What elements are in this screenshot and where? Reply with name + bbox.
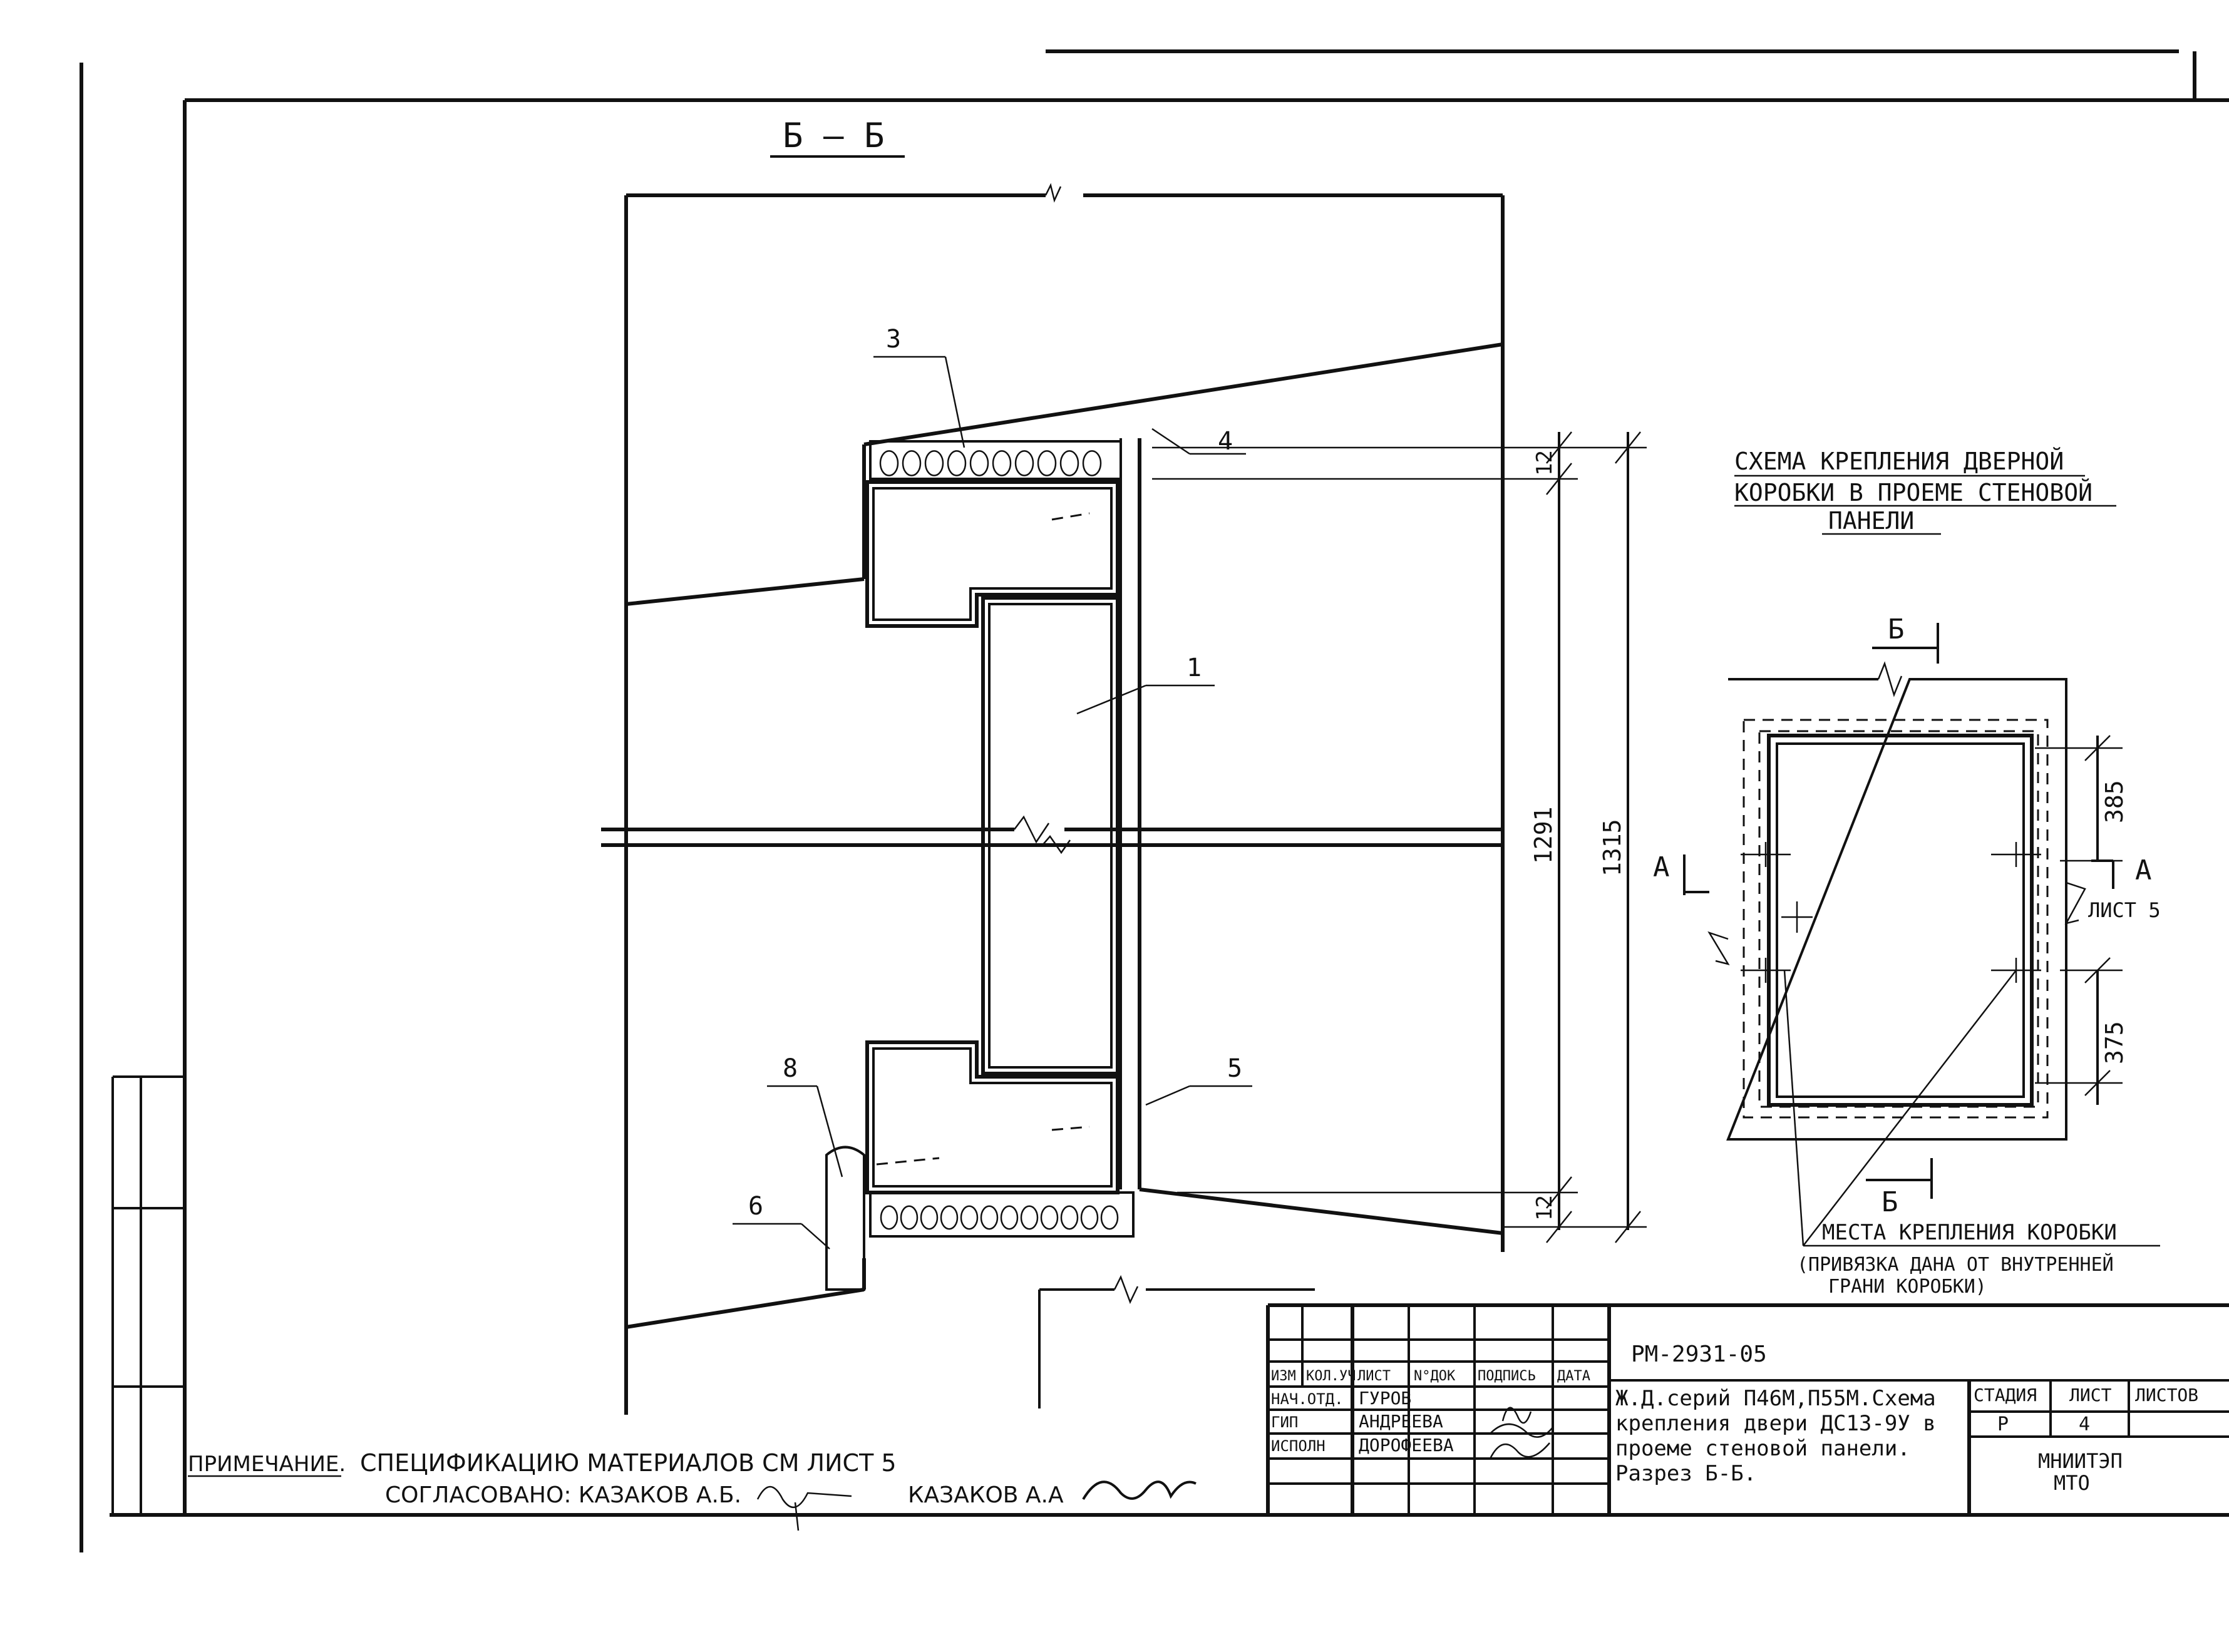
insulation-coil: [879, 450, 899, 476]
org-2: МТО: [2054, 1471, 2090, 1495]
insulation-coil: [947, 450, 967, 476]
insulation-coil: [1040, 1205, 1059, 1230]
header-date: ДАТА: [1557, 1368, 1590, 1384]
sheet-ref: ЛИСТ 5: [2088, 898, 2161, 922]
insulation-coil: [940, 1205, 959, 1230]
dim-375: 375: [2101, 1021, 2128, 1064]
dim-1315: 1315: [1598, 819, 1626, 876]
section-mark-a-left: А: [1653, 851, 1670, 883]
insulation-coil: [969, 450, 989, 476]
header-kol: КОЛ.УЧ: [1306, 1368, 1356, 1384]
callout-8: 8: [783, 1054, 798, 1083]
role-1: ГИП: [1271, 1413, 1298, 1431]
insulation-coil: [902, 450, 922, 476]
section-view: 3 4 1 5 8 6 12 12 1291 1315: [601, 183, 1647, 1415]
section-mark-b-top: Б: [1888, 613, 1905, 645]
stage-header: СТАДИЯ: [1974, 1385, 2037, 1405]
name-0: ГУРОВ: [1359, 1388, 1411, 1408]
callout-1: 1: [1187, 654, 1202, 682]
title-block: РМ-2931-05 ИЗМ КОЛ.УЧ ЛИСТ N°ДОК ПОДПИСЬ…: [1266, 1303, 2229, 1515]
scheme-title-2: КОРОБКИ В ПРОЕМЕ СТЕНОВОЙ: [1734, 479, 2093, 506]
description-1: Ж.Д.серий П46М,П55М.Схема: [1615, 1386, 1936, 1411]
callout-5: 5: [1227, 1054, 1242, 1083]
callout-3: 3: [886, 325, 901, 354]
scheme-title-3: ПАНЕЛИ: [1828, 507, 1914, 535]
insulation-coil: [960, 1205, 979, 1230]
header-sign: ПОДПИСЬ: [1478, 1368, 1536, 1384]
scheme-title-1: СХЕМА КРЕПЛЕНИЯ ДВЕРНОЙ: [1734, 448, 2064, 475]
section-title: Б – Б: [770, 116, 905, 158]
header-list: ЛИСТ: [1357, 1368, 1391, 1384]
section-title-text: Б – Б: [783, 116, 885, 155]
signature-kazakov-ab: [756, 1485, 852, 1531]
header-izm: ИЗМ: [1271, 1368, 1296, 1384]
name-2: ДОРОФЕЕВА: [1359, 1435, 1454, 1455]
insulation-coil: [1037, 450, 1057, 476]
role-0: НАЧ.ОТД.: [1271, 1390, 1344, 1408]
signature-kazakov-aa: [1082, 1480, 1197, 1501]
dim-12-bottom: 12: [1532, 1195, 1557, 1221]
insulation-coil: [900, 1205, 919, 1230]
insulation-coil: [1059, 450, 1079, 476]
insulation-coil: [992, 450, 1012, 476]
insulation-coil: [980, 1205, 999, 1230]
sheets-header: ЛИСТОВ: [2135, 1385, 2198, 1405]
insulation-coil: [924, 450, 944, 476]
fix-label-1: МЕСТА КРЕПЛЕНИЯ КОРОБКИ: [1822, 1220, 2117, 1245]
insulation-coil: [1014, 450, 1034, 476]
callout-4: 4: [1218, 427, 1233, 456]
insulation-coil: [1080, 1205, 1099, 1230]
insulation-coil: [1082, 450, 1102, 476]
callout-6: 6: [748, 1192, 763, 1221]
doc-code: РМ-2931-05: [1631, 1342, 1767, 1367]
sheet-header: ЛИСТ: [2069, 1385, 2112, 1405]
note-label: ПРИМЕЧАНИЕ.: [188, 1452, 346, 1477]
fix-label-2: (ПРИВЯЗКА ДАНА ОТ ВНУТРЕННЕЙ: [1797, 1253, 2114, 1276]
description-2: крепления двери ДС13-9У в: [1615, 1411, 1936, 1436]
note-agreed-right: КАЗАКОВ А.А: [908, 1482, 1064, 1508]
insulation-coil: [1000, 1205, 1019, 1230]
fix-label-3: ГРАНИ КОРОБКИ): [1828, 1276, 1987, 1298]
signatures: [1489, 1407, 1553, 1459]
fixing-scheme: СХЕМА КРЕПЛЕНИЯ ДВЕРНОЙ КОРОБКИ В ПРОЕМЕ…: [1653, 448, 2161, 1298]
sheet-frame: [80, 49, 2229, 1552]
sheet-value: 4: [2079, 1413, 2090, 1435]
insulation-coil: [1060, 1205, 1079, 1230]
section-mark-b-bottom: Б: [1882, 1186, 1898, 1218]
insulation-coil: [1020, 1205, 1039, 1230]
description-3: проеме стеновой панели.: [1615, 1436, 1910, 1461]
insulation-coil: [920, 1205, 939, 1230]
insulation-coil: [880, 1205, 898, 1230]
org-1: МНИИТЭП: [2038, 1449, 2123, 1473]
note: ПРИМЕЧАНИЕ. СПЕЦИФИКАЦИЮ МАТЕРИАЛОВ СМ Л…: [188, 1449, 1197, 1531]
stage-value: Р: [1997, 1413, 2009, 1435]
header-doc: N°ДОК: [1414, 1368, 1456, 1384]
note-text: СПЕЦИФИКАЦИЮ МАТЕРИАЛОВ СМ ЛИСТ 5: [360, 1449, 897, 1477]
note-agreed: СОГЛАСОВАНО: КАЗАКОВ А.Б.: [385, 1482, 741, 1508]
dim-385: 385: [2101, 780, 2128, 823]
role-2: ИСПОЛН: [1271, 1437, 1326, 1455]
section-mark-a-right: А: [2135, 854, 2152, 886]
name-1: АНДРЕЕВА: [1359, 1411, 1443, 1432]
insulation-coil: [1100, 1205, 1119, 1230]
dim-1291: 1291: [1530, 806, 1557, 864]
dim-12-top: 12: [1532, 450, 1557, 476]
description-4: Разрез Б-Б.: [1615, 1461, 1756, 1486]
